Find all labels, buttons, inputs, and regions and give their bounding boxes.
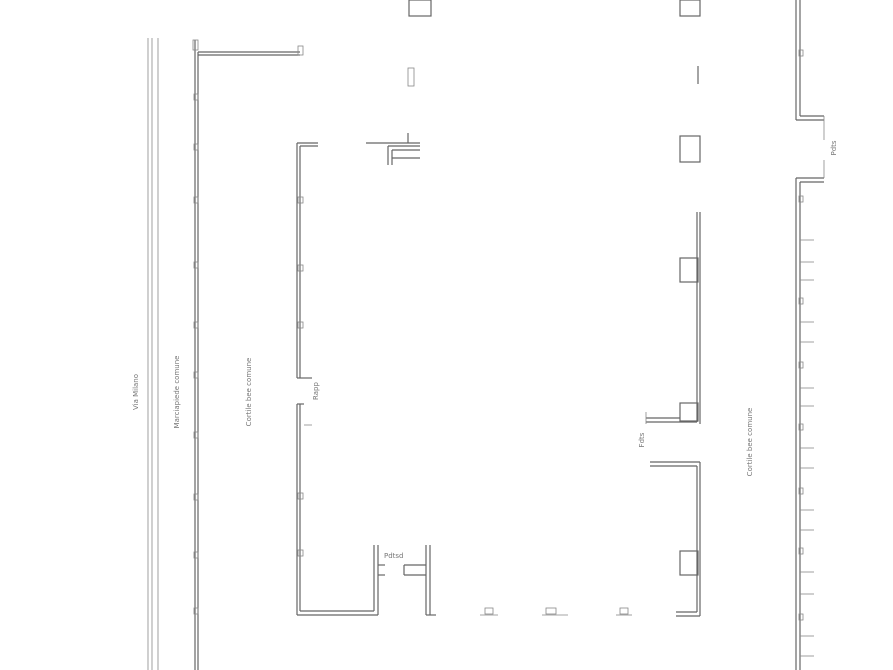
courtyard-left-label: Cortile bee comune bbox=[245, 358, 253, 427]
street-label: Via Milano bbox=[132, 374, 140, 410]
boundary-wall bbox=[192, 39, 304, 670]
internal-partition bbox=[366, 133, 420, 165]
building-right-wall bbox=[645, 212, 701, 617]
bottom-wall bbox=[403, 545, 632, 616]
ramp-left-label: Rapp bbox=[312, 382, 320, 400]
building-left-wall bbox=[296, 142, 385, 616]
ramp-right-label: Pdts bbox=[830, 140, 838, 155]
column-note-label: Pdtsd bbox=[384, 552, 404, 560]
street-edge bbox=[147, 38, 159, 670]
sidewalk-label: Marciapiede comune bbox=[173, 356, 181, 429]
top-columns bbox=[407, 0, 701, 163]
ramp-mid-label: Fdts bbox=[638, 432, 646, 447]
courtyard-right-label: Cortile bee comune bbox=[746, 408, 754, 477]
far-right-wall bbox=[795, 0, 825, 670]
